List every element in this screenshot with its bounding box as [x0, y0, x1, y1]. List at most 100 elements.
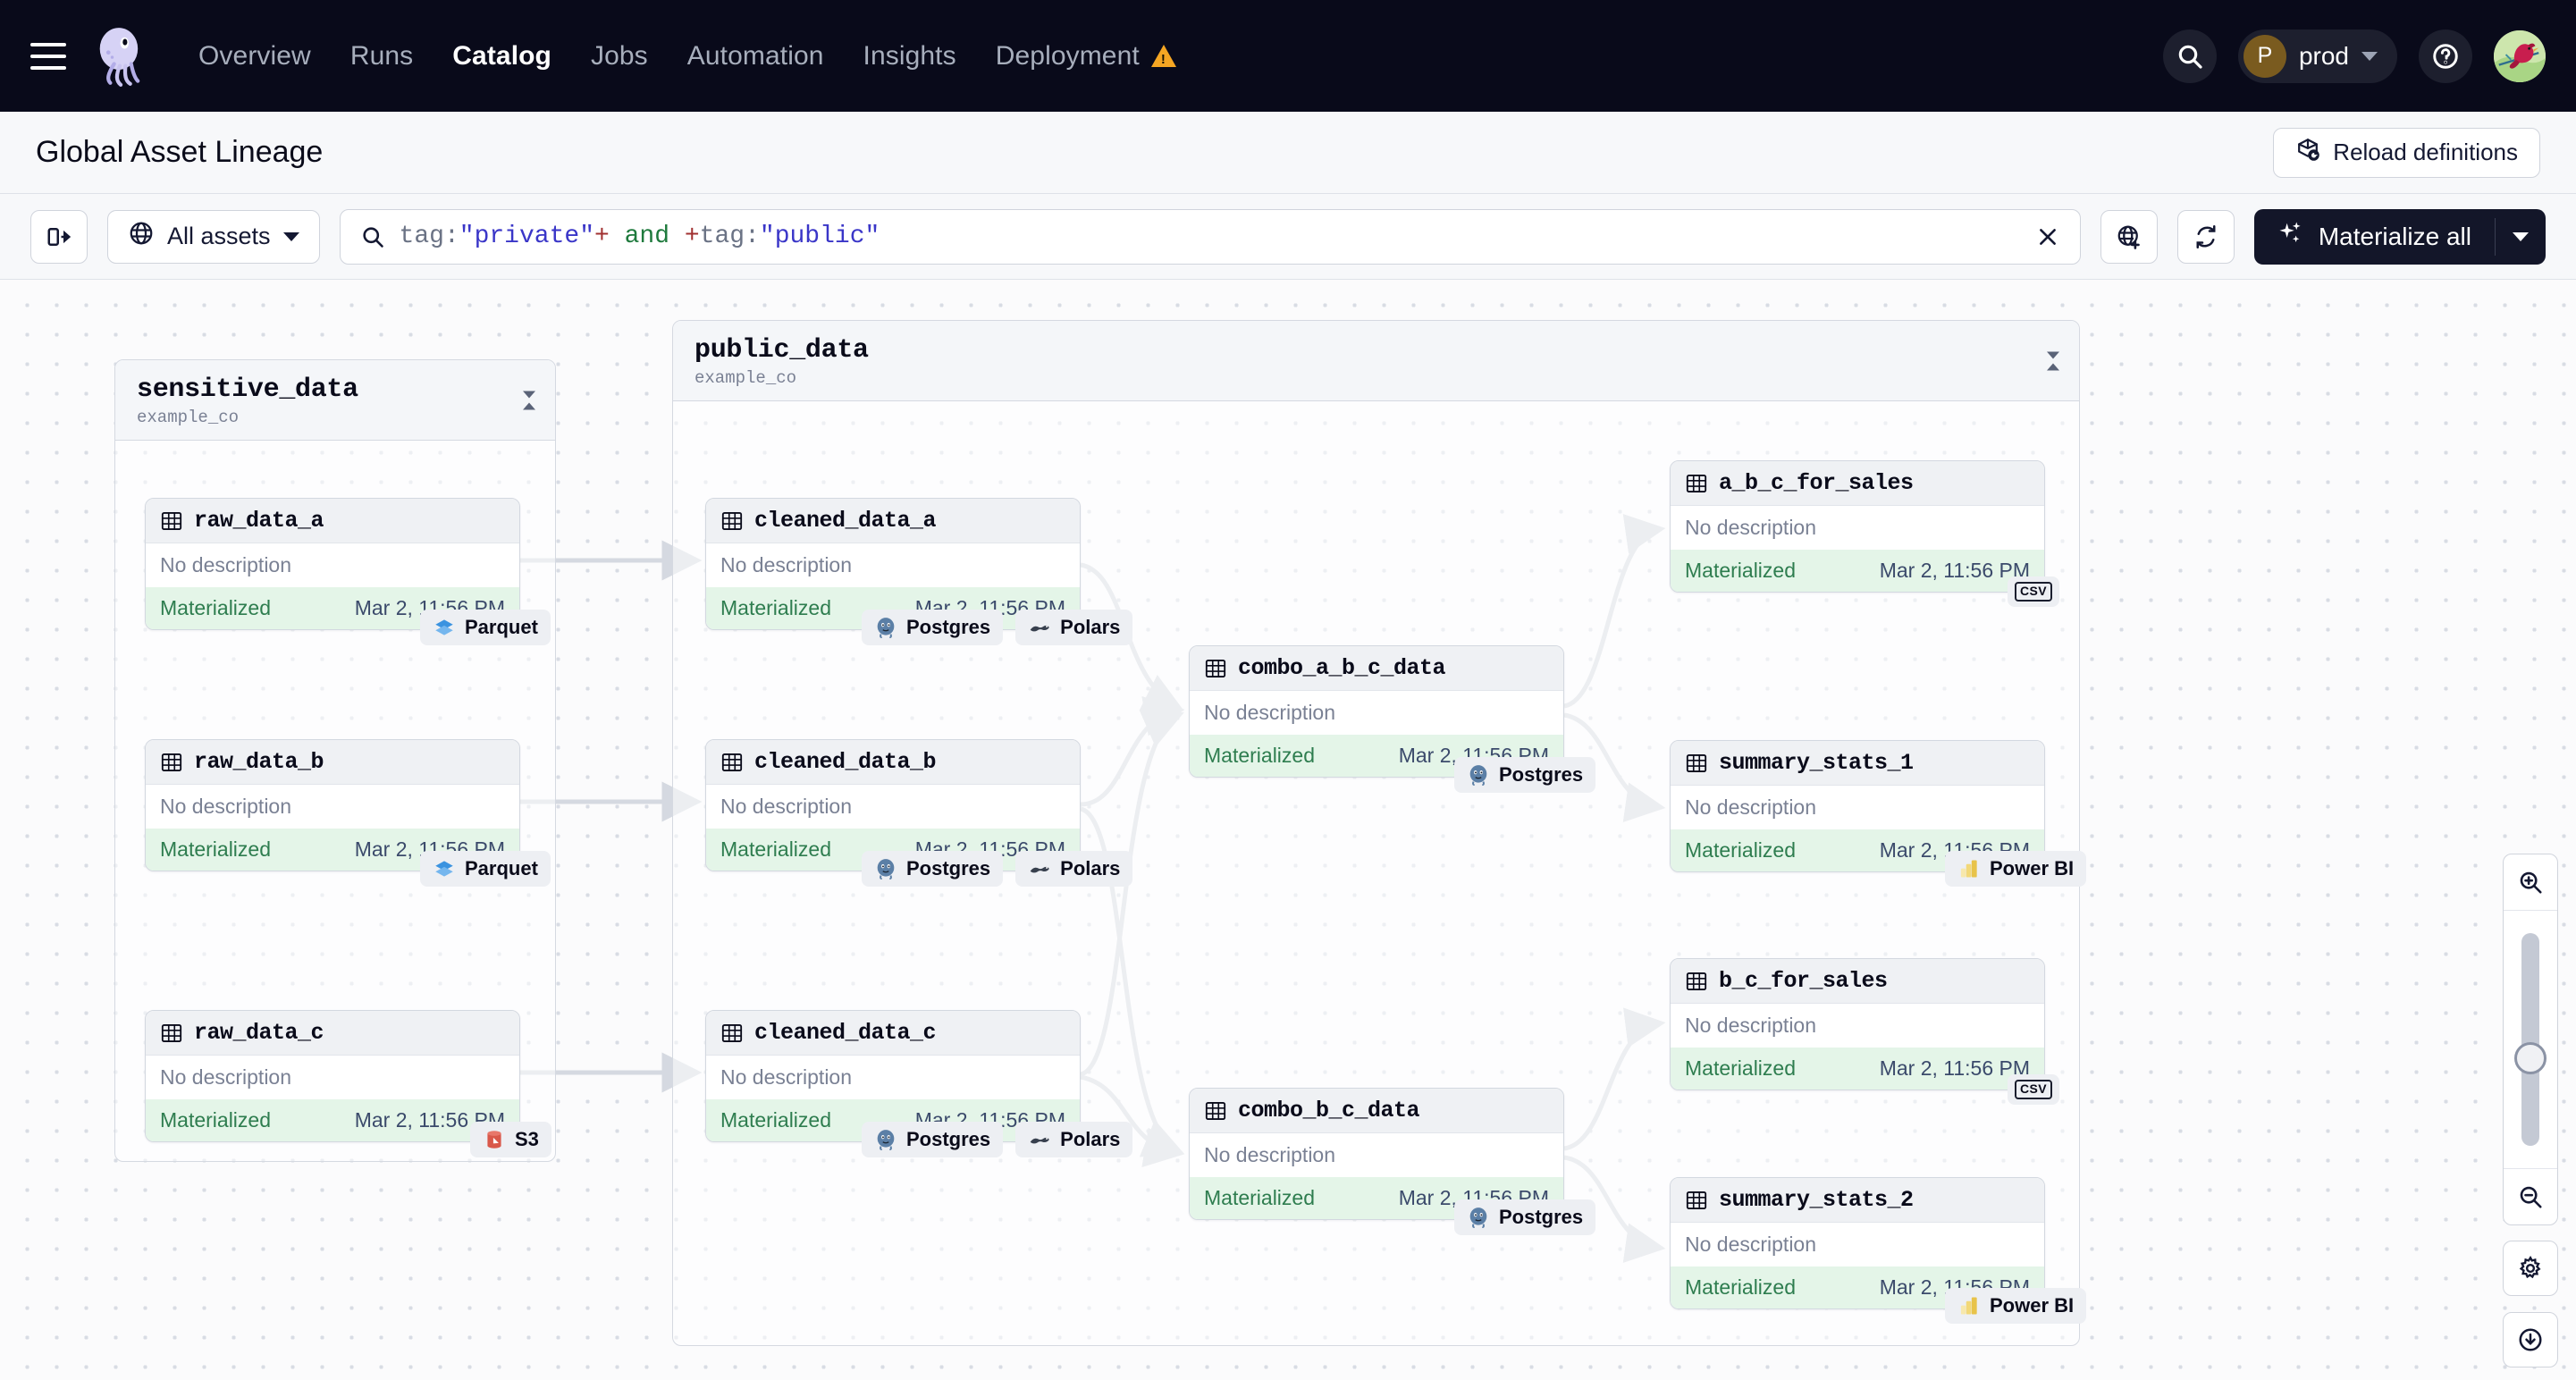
zoom-slider[interactable] [2504, 910, 2557, 1169]
materialize-all-button[interactable]: Materialize all [2253, 208, 2546, 265]
asset-tag-s3[interactable]: S3 [470, 1122, 551, 1157]
collapse-icon[interactable] [523, 391, 535, 409]
collapse-icon[interactable] [2047, 351, 2059, 370]
asset-node-title: b_c_for_sales [1719, 968, 1888, 994]
status-badge: Materialized [160, 1108, 271, 1132]
nav-link-jobs[interactable]: Jobs [590, 40, 648, 71]
globe-icon [128, 220, 155, 253]
asset-tag-label: Postgres [906, 616, 991, 638]
asset-tag-postgres[interactable]: Postgres [862, 851, 1004, 887]
panel-toggle-icon[interactable] [30, 209, 88, 264]
asset-tag-label: Polars [1060, 1128, 1121, 1150]
reload-definitions-button[interactable]: Reload definitions [2273, 127, 2540, 178]
polars-icon [1030, 866, 1049, 873]
search-icon[interactable] [2162, 29, 2217, 83]
asset-tag-polars[interactable]: Polars [1015, 1122, 1133, 1157]
globe-plus-icon[interactable] [2100, 209, 2158, 264]
sparkles-icon [2277, 220, 2304, 253]
asset-tag-label: Postgres [906, 1128, 991, 1150]
asset-tag-polars[interactable]: Polars [1015, 851, 1133, 887]
postgres-icon [1469, 765, 1487, 787]
asset-tag-postgres[interactable]: Postgres [1454, 1199, 1596, 1235]
graph-toolbar: All assets tag:"private"+ and +tag:"publ… [0, 194, 2576, 280]
asset-node-title: cleaned_data_b [754, 749, 937, 775]
asset-tag-csv[interactable]: CSV [2008, 1074, 2059, 1105]
asset-tags: Power BI [1945, 851, 2087, 887]
asset-group-name: sensitive_data [137, 374, 358, 405]
graph-settings-button[interactable] [2503, 1241, 2558, 1296]
nav-link-runs[interactable]: Runs [349, 40, 414, 71]
asset-tag-power-bi[interactable]: Power BI [1945, 1288, 2087, 1324]
asset-tag-polars[interactable]: Polars [1015, 610, 1133, 645]
deployment-initial: P [2243, 34, 2286, 78]
polars-icon [1030, 625, 1049, 632]
deployment-switcher[interactable]: P prod [2237, 29, 2397, 83]
status-badge: Materialized [720, 596, 831, 619]
asset-node-description: No description [1671, 1004, 2044, 1048]
asset-node-header: raw_data_c [146, 1011, 519, 1056]
table-icon [721, 753, 743, 771]
nav-link-automation[interactable]: Automation [686, 40, 824, 71]
asset-tags: Postgres [1454, 757, 1596, 793]
nav-link-overview[interactable]: Overview [198, 40, 311, 71]
status-badge: Materialized [720, 837, 831, 861]
asset-scope-selector[interactable]: All assets [107, 209, 320, 264]
asset-tag-label: Polars [1060, 857, 1121, 879]
hamburger-menu-icon[interactable] [30, 38, 68, 75]
dagster-logo[interactable] [89, 26, 150, 87]
asset-node-title: a_b_c_for_sales [1719, 470, 1914, 496]
asset-tag-parquet[interactable]: Parquet [420, 610, 551, 645]
asset-node-description: No description [1671, 1223, 2044, 1266]
zoom-controls[interactable] [2503, 854, 2558, 1225]
asset-tag-postgres[interactable]: Postgres [1454, 757, 1596, 793]
asset-group-repository: example_co [695, 368, 797, 388]
asset-node-title: cleaned_data_c [754, 1020, 937, 1046]
asset-tag-power-bi[interactable]: Power BI [1945, 851, 2087, 887]
asset-tags: S3 [470, 1122, 551, 1157]
nav-link-insights[interactable]: Insights [863, 40, 956, 71]
zoom-in-icon[interactable] [2504, 854, 2557, 910]
materialize-options-button[interactable] [2496, 209, 2546, 265]
download-graph-button[interactable] [2503, 1312, 2558, 1367]
asset-tag-postgres[interactable]: Postgres [862, 1122, 1004, 1157]
divider [2495, 217, 2496, 256]
refresh-icon[interactable] [2176, 209, 2235, 264]
asset-tag-parquet[interactable]: Parquet [420, 851, 551, 887]
chevron-down-icon [2513, 231, 2529, 241]
nav-link-deployment[interactable]: Deployment [996, 41, 1176, 72]
asset-node-header: raw_data_b [146, 740, 519, 785]
download-circle-icon [2519, 1328, 2542, 1351]
asset-group-name: public_data [695, 335, 869, 366]
asset-tag-postgres[interactable]: Postgres [862, 610, 1004, 645]
zoom-out-icon[interactable] [2504, 1169, 2557, 1224]
clear-search-icon[interactable] [2035, 224, 2060, 249]
postgres-icon [877, 1130, 895, 1151]
zoom-slider-thumb[interactable] [2514, 1042, 2547, 1074]
status-badge: Materialized [1204, 744, 1315, 767]
asset-tag-csv[interactable]: CSV [2008, 576, 2059, 607]
asset-tags: Power BI [1945, 1288, 2087, 1324]
asset-node-title: raw_data_a [194, 508, 324, 534]
nav-right-actions: P prod [2162, 29, 2546, 83]
question-circle-icon[interactable] [2419, 29, 2472, 83]
nav-link-catalog[interactable]: Catalog [452, 40, 551, 71]
asset-tags: Parquet [420, 610, 551, 645]
asset-node-title: combo_b_c_data [1238, 1098, 1420, 1123]
user-avatar[interactable] [2494, 29, 2546, 82]
reload-definitions-label: Reload definitions [2333, 139, 2518, 165]
postgres-icon [1469, 1208, 1487, 1229]
asset-search-input[interactable]: tag:"private"+ and +tag:"public" [339, 208, 2081, 265]
s3-icon [487, 1131, 501, 1149]
search-token: "private" [459, 223, 594, 250]
